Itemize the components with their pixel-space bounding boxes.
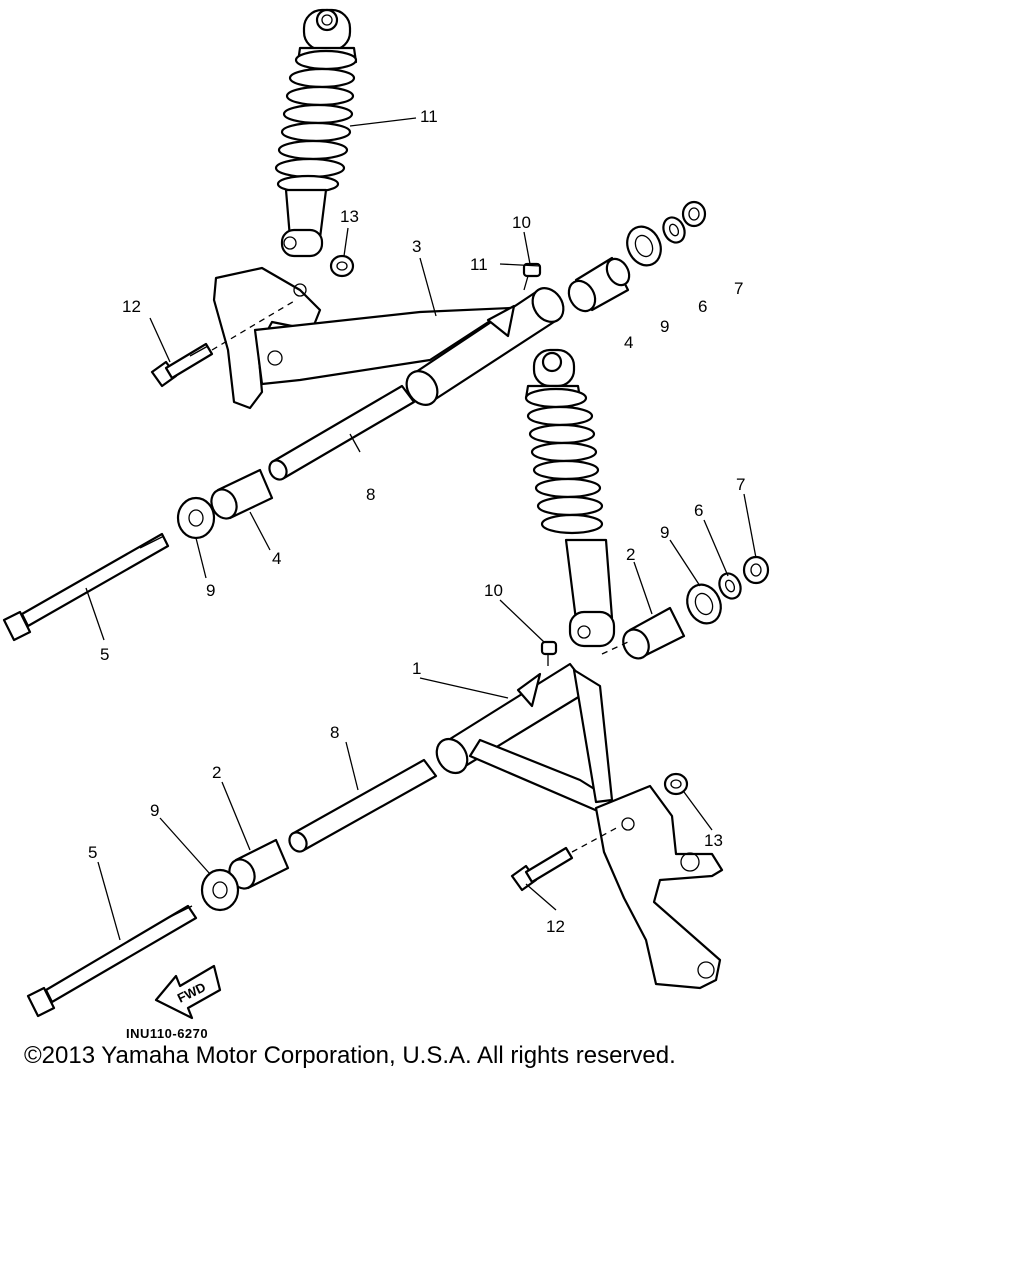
- callout-lower-2l: 2: [212, 763, 221, 782]
- upper-right-hardware: [567, 200, 707, 313]
- lower-shock-absorber: [524, 348, 616, 648]
- upper-a-arm: [212, 266, 565, 410]
- callout-lower-6: 6: [694, 501, 703, 520]
- lower-bolt-12: [510, 825, 621, 892]
- callout-upper-4l: 4: [272, 549, 281, 568]
- callout-lower-7: 7: [736, 475, 745, 494]
- upper-shock-absorber: [274, 8, 358, 258]
- callout-upper-13: 13: [340, 207, 359, 226]
- callout-lower-13: 13: [704, 831, 723, 850]
- callout-upper-7: 7: [734, 279, 743, 298]
- lower-left-hardware: [200, 838, 290, 912]
- callout-upper-6: 6: [698, 297, 707, 316]
- callout-upper-5: 5: [100, 645, 109, 664]
- callout-lower-9r: 9: [660, 523, 669, 542]
- copyright-notice: ©2013 Yamaha Motor Corporation, U.S.A. A…: [24, 1042, 676, 1069]
- lower-long-bolt: [26, 904, 198, 1018]
- callout-upper-11: 11: [420, 107, 438, 126]
- exploded-parts-diagram: FWD 11 13 3 10 7 6 9 4 12 8: [2, 8, 770, 1040]
- callout-lower-12: 12: [546, 917, 565, 936]
- upper-nut-13: [329, 254, 355, 278]
- callout-labels: 11 13 3 10 7 6 9 4 12 8 4 9 5 11 7 6 9 2…: [88, 107, 745, 936]
- upper-left-hardware: [176, 468, 274, 540]
- callout-upper-9l: 9: [206, 581, 215, 600]
- upper-bolt-12: [150, 299, 297, 388]
- callout-upper-8: 8: [366, 485, 375, 504]
- leader-lines: [85, 117, 757, 941]
- drawing-code: INU110-6270: [126, 1026, 208, 1040]
- lower-grease-nipple: [540, 640, 558, 666]
- lower-a-arm: [435, 662, 724, 990]
- callout-lower-10: 10: [484, 581, 503, 600]
- callout-lower-2r: 2: [626, 545, 635, 564]
- callout-upper-3: 3: [412, 237, 421, 256]
- upper-grease-nipple: [522, 262, 542, 291]
- lower-nut-13: [663, 772, 689, 796]
- callout-lower-11: 11: [470, 255, 488, 274]
- upper-pivot-sleeve: [268, 384, 416, 481]
- callout-upper-10: 10: [512, 213, 531, 232]
- callout-upper-12: 12: [122, 297, 141, 316]
- lower-right-hardware: [601, 555, 770, 660]
- callout-lower-5: 5: [88, 843, 97, 862]
- callout-upper-9r: 9: [660, 317, 669, 336]
- lower-pivot-sleeve: [288, 758, 438, 853]
- callout-lower-1: 1: [412, 659, 421, 678]
- callout-lower-8: 8: [330, 723, 339, 742]
- callout-upper-4r: 4: [624, 333, 633, 352]
- fwd-arrow: FWD: [154, 964, 222, 1020]
- upper-long-bolt: [2, 532, 170, 642]
- callout-lower-9l: 9: [150, 801, 159, 820]
